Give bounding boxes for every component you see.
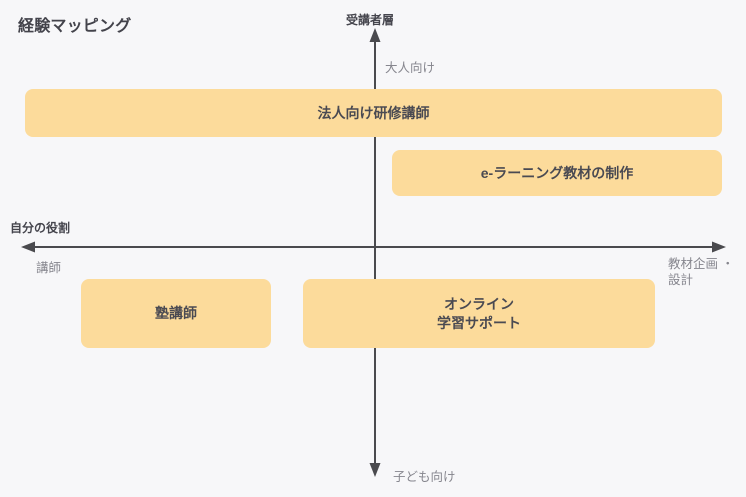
horizontal-axis-name: 自分の役割 (10, 221, 71, 235)
horizontal-axis-left-arrowhead (21, 241, 35, 253)
vertical-axis-down-arrowhead (369, 463, 381, 477)
page-title: 経験マッピング (18, 18, 132, 35)
vertical-axis-top-pole-label: 大人向け (385, 61, 436, 75)
mapping-card-online-learning-support[interactable]: オンライン 学習サポート (303, 279, 655, 348)
mapping-card-corporate-training-instructor[interactable]: 法人向け研修講師 (25, 89, 722, 137)
vertical-axis-bottom-pole-label: 子ども向け (393, 470, 456, 484)
vertical-axis-up-arrowhead (369, 28, 381, 42)
mapping-card-elearning-material-production[interactable]: e-ラーニング教材の制作 (392, 150, 722, 196)
mapping-card-cram-school-instructor[interactable]: 塾講師 (81, 279, 271, 348)
horizontal-axis-right-arrowhead (712, 241, 726, 253)
horizontal-axis-left-pole-label: 講師 (36, 261, 62, 275)
horizontal-axis-right-pole-label: 教材企画 ・設計 (668, 257, 734, 287)
vertical-axis-name: 受講者層 (346, 13, 395, 27)
